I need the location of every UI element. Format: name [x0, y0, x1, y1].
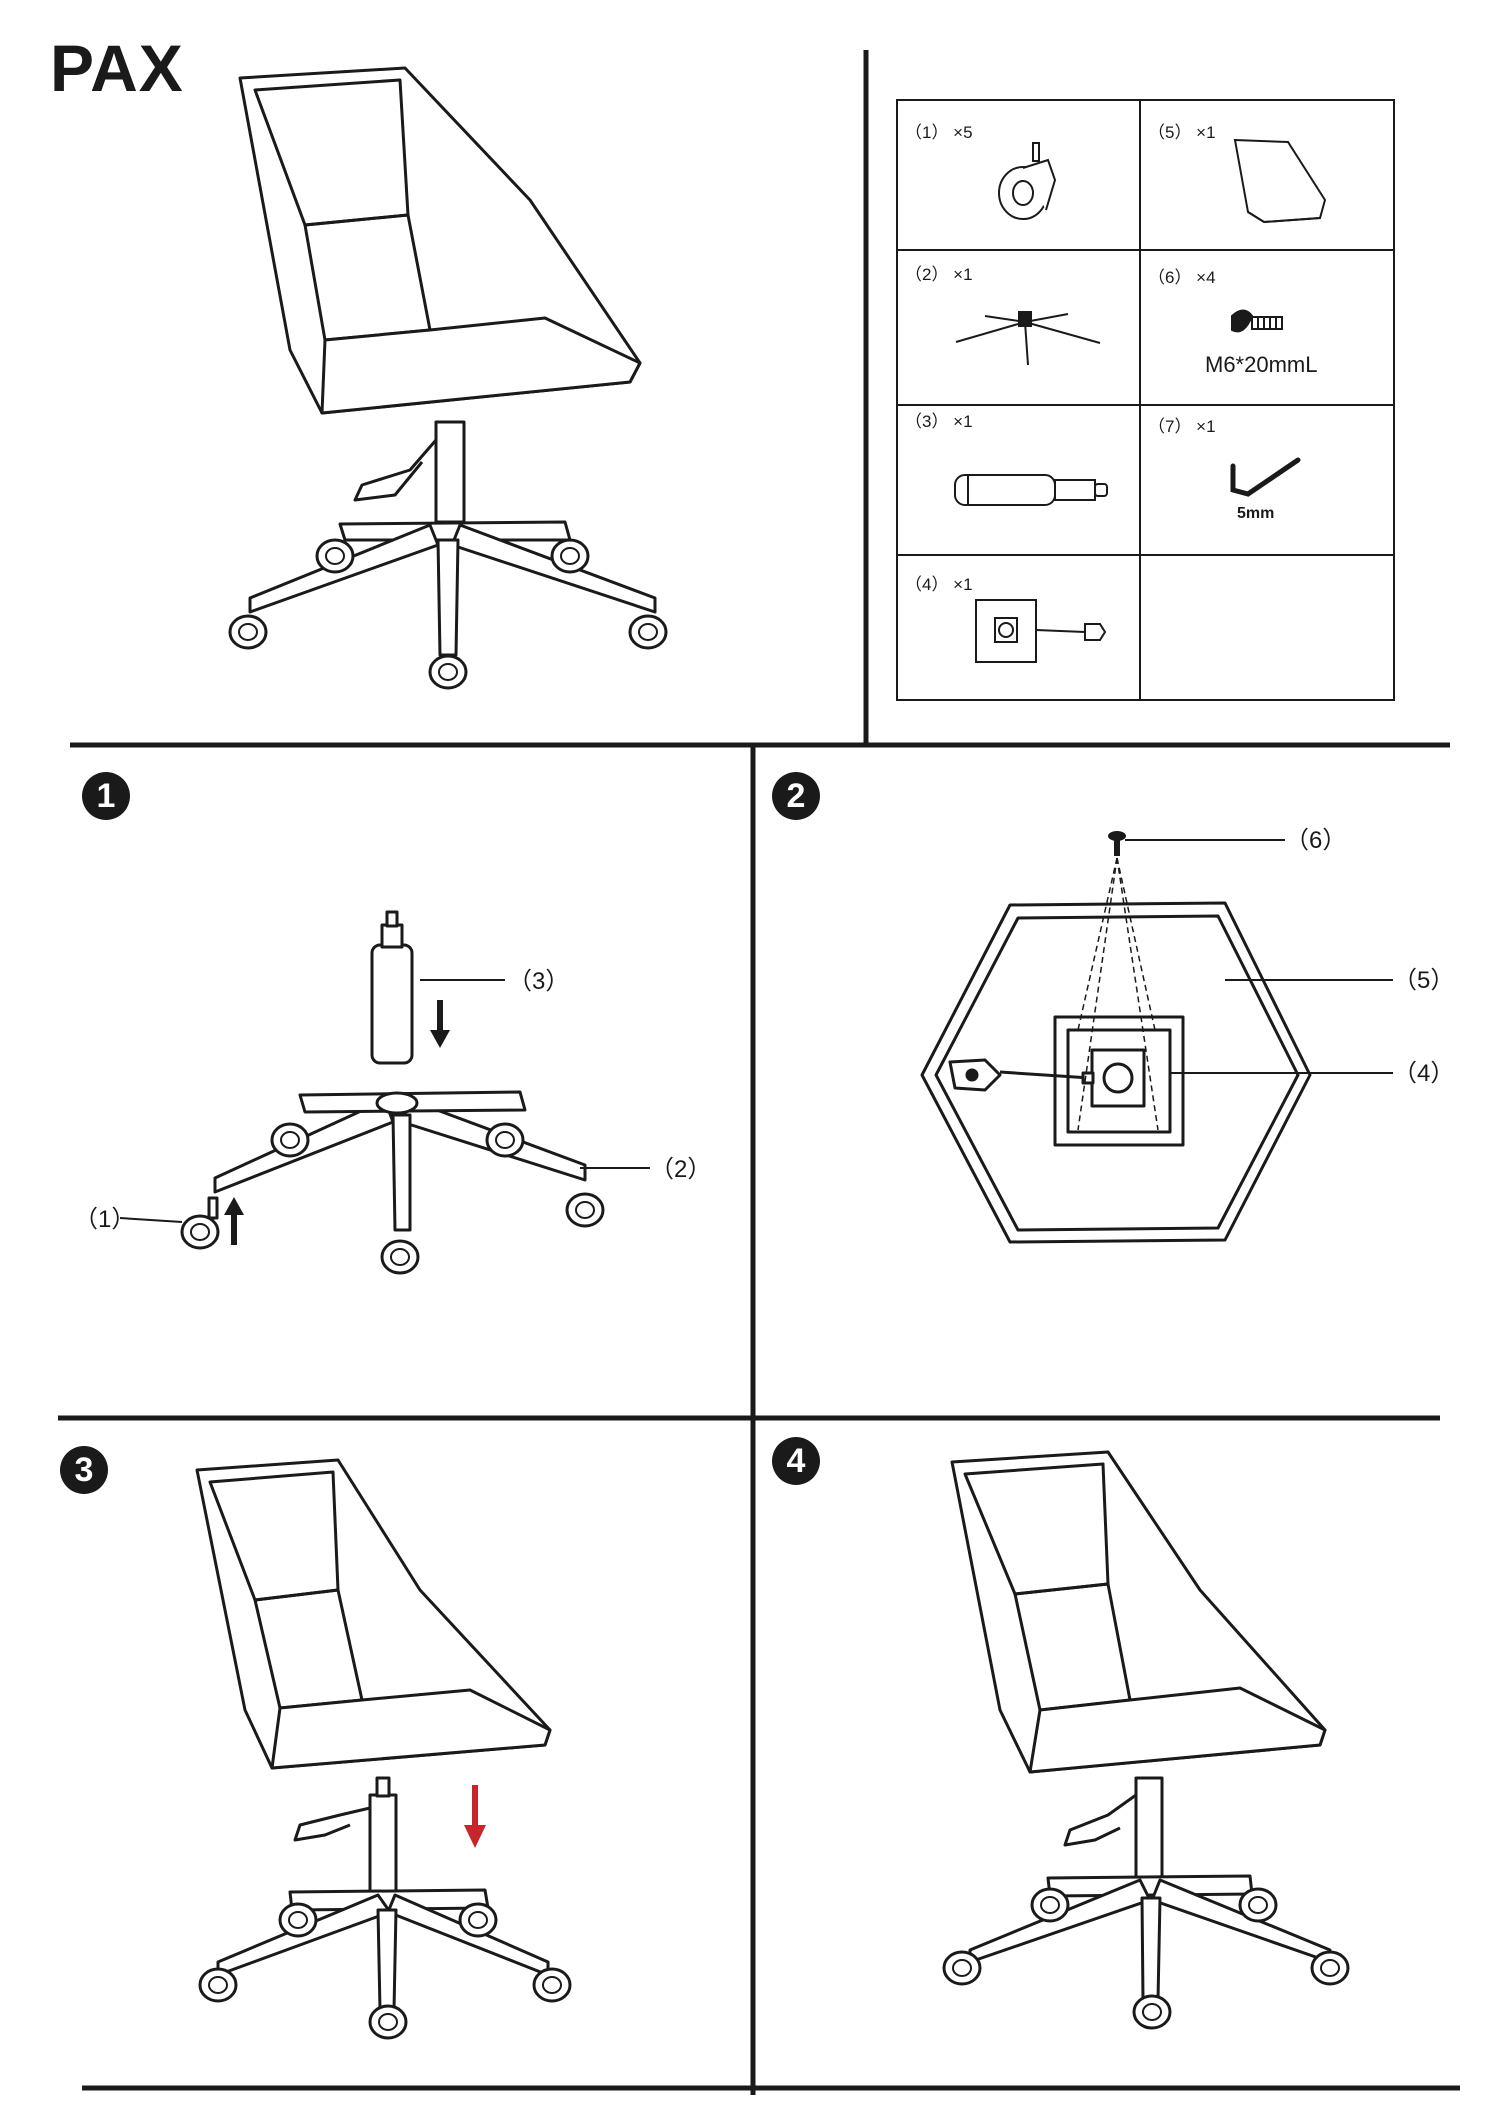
step1-leaders: [119, 979, 650, 1223]
callout-4: （4）: [1393, 1060, 1454, 1087]
gas-cylinder-icon: [954, 474, 1108, 506]
bolt-spec: M6*20mmL: [1205, 352, 1317, 377]
step-4-badge: 4: [772, 1437, 820, 1485]
callout-5: （5）: [1393, 967, 1454, 994]
step1-labels: （3） （2） （1）: [74, 968, 711, 1233]
parts-table: [896, 99, 1395, 701]
step2-labels: （6） （5） （4）: [1285, 827, 1454, 1087]
step3-down-arrow: [464, 1785, 486, 1848]
part-label-7: （7） ×1: [1148, 417, 1216, 436]
parts-labels: （1） ×5 （5） ×1 （2） ×1 （6） ×4 M6*20mmL （3）…: [905, 123, 1317, 594]
step1-arrows: [224, 1000, 450, 1245]
part-label-1: （1） ×5: [905, 123, 973, 142]
part-label-6: （6） ×4: [1148, 268, 1216, 287]
step-2-badge: 2: [772, 772, 820, 820]
step2-guide-lines: [1077, 857, 1159, 1131]
callout-6: （6）: [1285, 827, 1346, 854]
part-label-3: （3） ×1: [905, 412, 973, 431]
step1-drawing: [180, 910, 605, 1275]
step-1-badge: 1: [82, 772, 130, 820]
tilt-mechanism-icon: [975, 599, 1107, 663]
callout-1: （1）: [74, 1206, 135, 1233]
part-label-5: （5） ×1: [1148, 123, 1216, 142]
caster-wheel-icon: [998, 142, 1057, 220]
seat-shell-icon: [1233, 138, 1327, 224]
callout-2: （2）: [650, 1156, 711, 1183]
step2-drawing: [920, 901, 1312, 1244]
allen-key-spec: 5mm: [1237, 505, 1274, 522]
part-label-4: （4） ×1: [905, 575, 973, 594]
step2-leaders: [1125, 839, 1393, 1074]
bolt-icon: [1231, 309, 1283, 333]
step3-chair-drawing: [195, 1458, 572, 2040]
step2-bolt-icon: [1108, 831, 1126, 856]
step4-chair-drawing: [942, 1450, 1350, 2030]
star-base-icon: [955, 311, 1101, 366]
hero-chair-drawing: [228, 66, 668, 690]
part-label-2: （2） ×1: [905, 265, 973, 284]
panel-dividers: [58, 50, 1460, 2095]
product-title: PAX: [50, 31, 184, 105]
step-3-badge: 3: [60, 1446, 108, 1494]
callout-3: （3）: [508, 968, 569, 995]
allen-key-icon: [1230, 457, 1301, 497]
